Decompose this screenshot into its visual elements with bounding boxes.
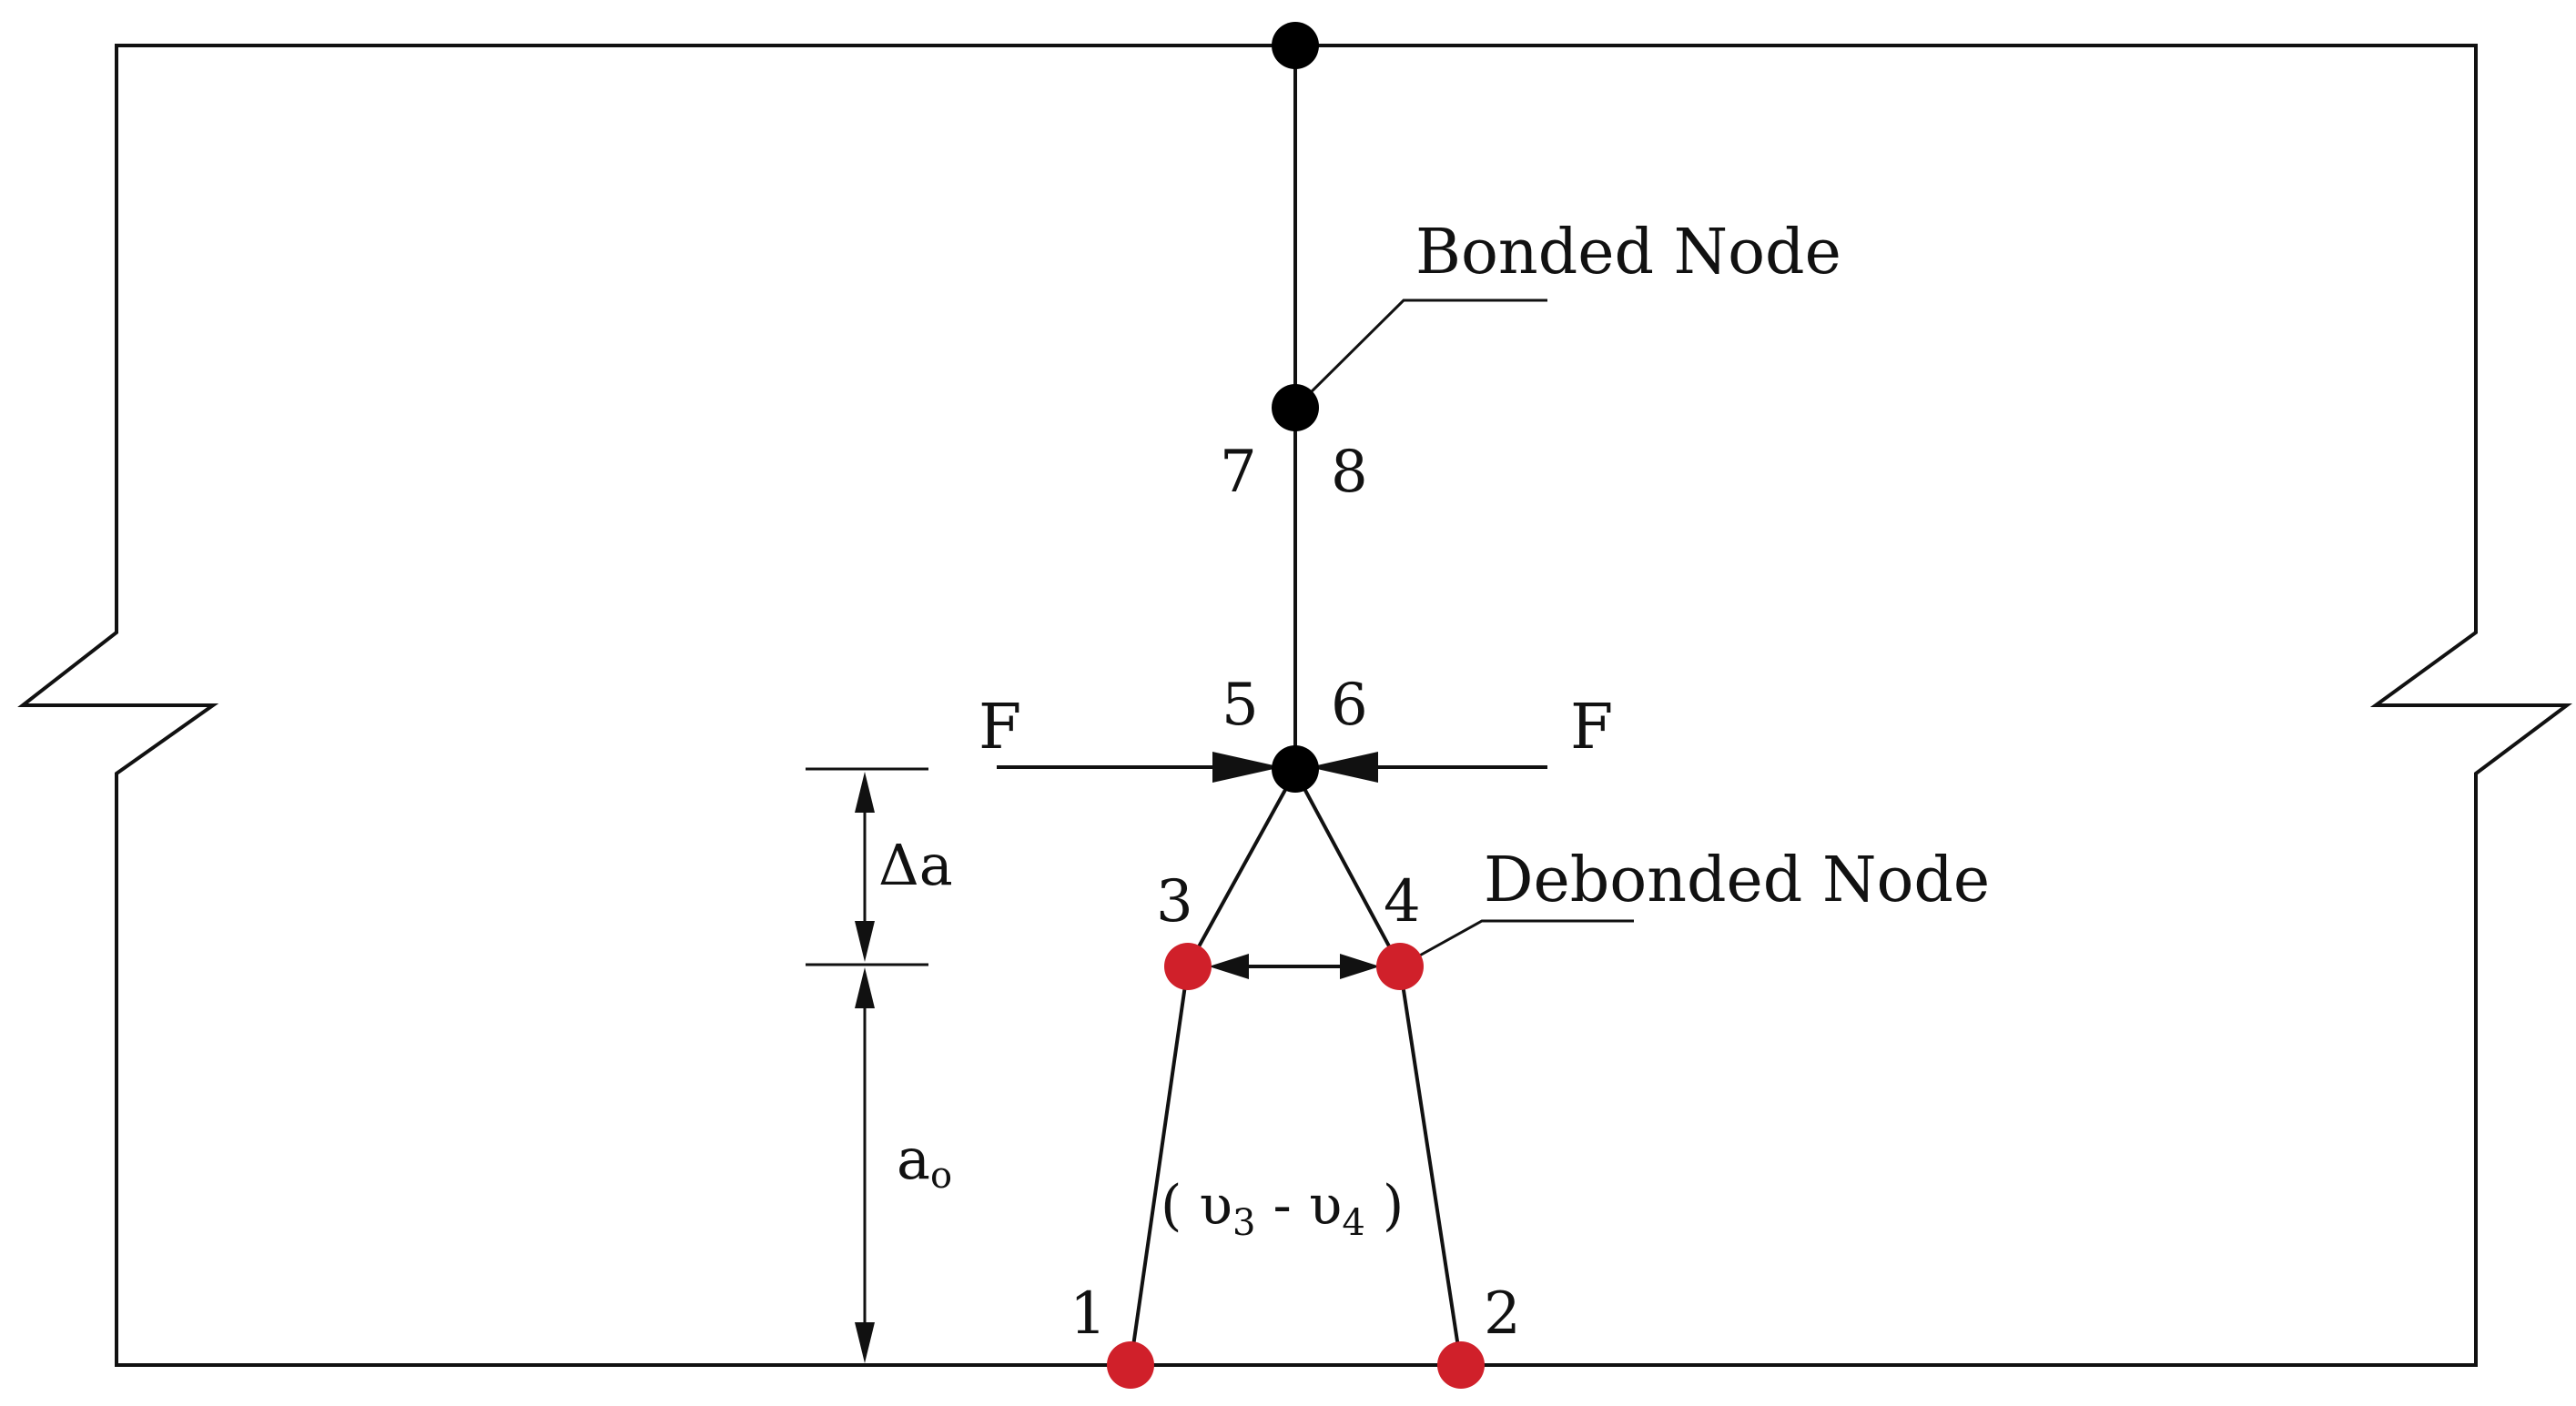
node-label-4: 4 [1384,868,1421,936]
node-number-labels: 1 2 3 4 5 6 7 8 [1070,439,1521,1348]
debonded-node-1 [1107,1341,1154,1389]
opening-arrow-right-head [1340,954,1380,979]
crack-lower-right-face [1398,966,1463,1366]
a0-subscript: o [930,1155,952,1197]
force-right-label: F [1570,692,1613,764]
force-arrows [997,752,1547,783]
crack-upper-left-face [1186,771,1297,967]
opening-arrow [1209,954,1380,979]
node-label-5: 5 [1222,672,1259,739]
crack-lower-left-face [1129,966,1190,1366]
node-label-3: 3 [1156,868,1193,936]
specimen-outline [17,44,2572,1367]
force-left-label: F [979,692,1021,764]
expr-close: ) [1365,1174,1404,1238]
force-left-arrowhead [1212,752,1282,783]
dimension-lines [806,767,928,1345]
debonded-node-4 [1376,943,1424,990]
node-label-2: 2 [1484,1280,1521,1348]
debonded-node-3 [1164,943,1212,990]
bonded-node-top [1272,22,1319,69]
debonded-node-label: Debonded Node [1484,845,1990,916]
bonded-node-5-6 [1272,745,1319,793]
expr-sub4: 4 [1342,1202,1364,1244]
bonded-node-7-8 [1272,384,1319,431]
bonded-nodes [1272,22,1319,793]
bonded-node-label: Bonded Node [1415,217,1841,288]
opening-arrow-left-head [1209,954,1249,979]
crack-faces [1129,771,1463,1366]
expr-mid: - υ [1255,1174,1342,1238]
debonded-nodes [1107,943,1485,1389]
a0-label: ao [897,1126,952,1197]
node-label-7: 7 [1220,439,1257,506]
node-label-8: 8 [1331,439,1368,506]
force-right-arrowhead [1309,752,1378,783]
callout-leaders [1293,298,1634,968]
node-label-6: 6 [1331,672,1368,739]
debonded-node-leader [1399,919,1634,968]
crack-opening-expression: ( υ3 - υ4 ) [1161,1174,1404,1244]
expr-open: ( υ [1161,1174,1232,1238]
debonded-node-2 [1437,1341,1485,1389]
bonded-node-leader [1293,298,1547,410]
node-label-1: 1 [1070,1280,1107,1348]
delta-a-label: Δa [878,832,953,898]
expr-sub3: 3 [1232,1202,1255,1244]
specimen-boundary [17,44,2572,1367]
a0-main: a [897,1126,930,1192]
dimension-arrowheads [855,772,875,1363]
crack-upper-right-face [1293,771,1402,967]
